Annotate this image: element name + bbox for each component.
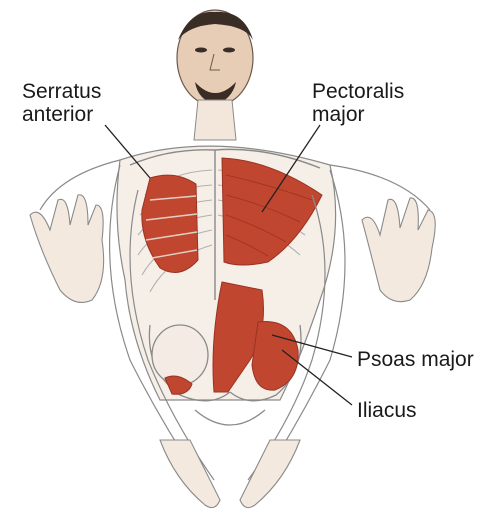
- iliacus-label: Iliacus: [357, 399, 417, 422]
- iliacus-leader: [282, 350, 352, 405]
- pectoralis-major-label: Pectoralis major: [312, 80, 404, 126]
- serratus-label-line1: Serratus: [22, 80, 101, 103]
- serratus-anterior-label: Serratus anterior: [22, 80, 101, 126]
- right-hand: [362, 198, 435, 302]
- serratus-label-line2: anterior: [22, 103, 101, 126]
- pectoralis-label-line2: major: [312, 103, 404, 126]
- psoas-major-label: Psoas major: [357, 348, 474, 371]
- left-hand: [30, 195, 104, 303]
- feet: [160, 440, 300, 508]
- head: [177, 10, 253, 106]
- pectoralis-label-line1: Pectoralis: [312, 80, 404, 103]
